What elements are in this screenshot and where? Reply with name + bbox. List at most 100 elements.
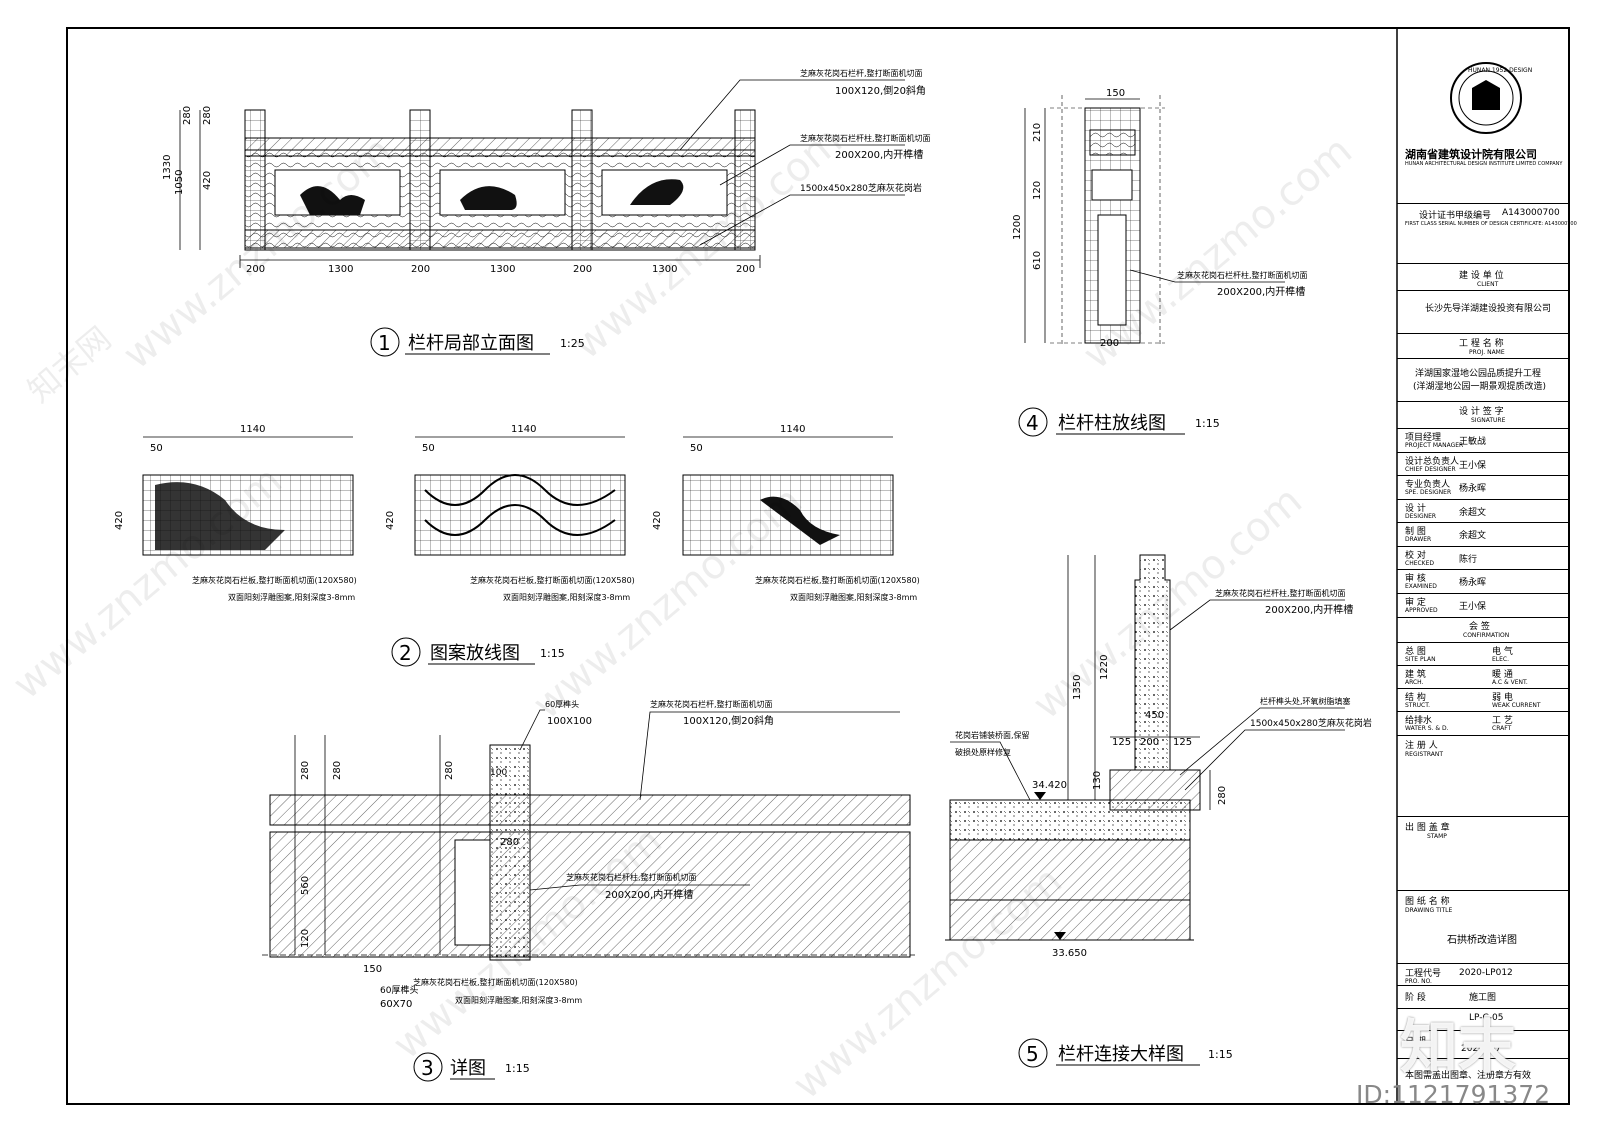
svg-text:100X120,倒20斜角: 100X120,倒20斜角 [683, 714, 774, 727]
svg-text:图案放线图: 图案放线图 [430, 643, 520, 664]
svg-text:1500x450x280芝麻灰花岗岩: 1500x450x280芝麻灰花岗岩 [1250, 717, 1372, 729]
signature-role-en: CHECKED [1405, 559, 1435, 567]
svg-text:150: 150 [1106, 88, 1125, 99]
svg-text:120: 120 [1032, 181, 1043, 200]
svg-text:4: 4 [1026, 411, 1039, 435]
confirm-discipline-en: WATER S. & D. [1405, 725, 1449, 732]
svg-text:280: 280 [202, 106, 213, 125]
signature-role: 专业负责人 [1405, 480, 1451, 490]
svg-text:200X200,内开榫槽: 200X200,内开榫槽 [605, 888, 693, 901]
svg-text:34.420: 34.420 [1032, 780, 1067, 791]
svg-text:芝麻灰花岗石栏板,整打断面机切面(120X580): 芝麻灰花岗石栏板,整打断面机切面(120X580) [192, 575, 357, 585]
svg-text:3: 3 [421, 1056, 434, 1080]
svg-text:1050: 1050 [174, 170, 185, 195]
svg-text:200X200,内开榫槽: 200X200,内开榫槽 [835, 148, 923, 161]
svg-text:610: 610 [1032, 251, 1043, 270]
svg-text:200: 200 [1140, 737, 1159, 748]
svg-text:双面阳刻浮雕图案,阳刻深度3-8mm: 双面阳刻浮雕图案,阳刻深度3-8mm [455, 995, 582, 1005]
signature-role: 审 定 [1405, 597, 1426, 608]
svg-text:420: 420 [385, 511, 396, 530]
svg-text:双面阳刻浮雕图案,阳刻深度3-8mm: 双面阳刻浮雕图案,阳刻深度3-8mm [790, 592, 917, 602]
client-name: 长沙先导洋湖建设投资有限公司 [1425, 304, 1552, 314]
confirm-discipline: 建 筑 [1405, 670, 1426, 680]
svg-text:200: 200 [573, 264, 592, 275]
signature-role: 设 计 [1405, 503, 1426, 514]
cert-en: FIRST CLASS SERIAL NUMBER OF DESIGN CERT… [1405, 221, 1577, 227]
svg-text:200: 200 [736, 264, 755, 275]
detail-panel [269, 831, 911, 958]
proj-name-2: (洋湖湿地公园一期景观提质改造) [1413, 382, 1547, 392]
company-logo: HUNAN 1952 DESIGN [1450, 62, 1532, 134]
svg-text:150: 150 [363, 964, 382, 975]
svg-text:芝麻灰花岗石栏杆柱,整打断面机切面: 芝麻灰花岗石栏杆柱,整打断面机切面 [1215, 588, 1346, 598]
confirm-discipline-en: WEAK CURRENT [1492, 702, 1541, 709]
signature-role: 设计总负责人 [1405, 456, 1460, 467]
svg-text:420: 420 [114, 511, 125, 530]
svg-text:芝麻灰花岗石栏杆,整打断面机切面: 芝麻灰花岗石栏杆,整打断面机切面 [800, 68, 923, 78]
svg-text:1200: 1200 [1012, 215, 1023, 240]
pattern-panel-2 [414, 474, 626, 556]
drawing-title-en: DRAWING TITLE [1405, 907, 1453, 914]
svg-text:60厚榫头: 60厚榫头 [380, 984, 418, 996]
title-block: 湖南省建筑设计院有限公司 HUNAN ARCHITECTURAL DESIGN … [1397, 28, 1577, 1104]
svg-text:280: 280 [332, 761, 343, 780]
image-id: ID:1121791372 [1356, 1080, 1551, 1109]
svg-text:花岗岩铺装桥面,保留: 花岗岩铺装桥面,保留 [955, 730, 1030, 740]
svg-text:50: 50 [150, 443, 163, 454]
svg-text:200X200,内开榫槽: 200X200,内开榫槽 [1265, 603, 1353, 616]
view5-number-circle [1018, 1038, 1048, 1068]
date-label: 日 期 [1405, 1037, 1426, 1047]
post-4 [734, 109, 756, 251]
signature-name: 王小保 [1459, 601, 1487, 612]
signature-name: 杨永晖 [1459, 578, 1487, 588]
svg-text:210: 210 [1032, 123, 1043, 142]
sheet-no: LP-C-05 [1469, 1013, 1504, 1023]
confirm-discipline: 结 构 [1405, 693, 1426, 703]
stamp-label: 出 图 盖 章 [1405, 823, 1450, 833]
svg-text:1500x450x280芝麻灰花岗岩: 1500x450x280芝麻灰花岗岩 [800, 182, 922, 194]
svg-text:1:15: 1:15 [505, 1062, 530, 1075]
svg-text:1350: 1350 [1072, 675, 1083, 700]
svg-text:芝麻灰花岗石栏杆柱,整打断面机切面: 芝麻灰花岗石栏杆柱,整打断面机切面 [800, 133, 931, 143]
cert-label: 设计证书甲级编号 [1419, 211, 1492, 221]
sig-label: 设 计 签 字 [1459, 407, 1504, 417]
confirm-discipline-en: ELEC. [1492, 656, 1510, 663]
svg-text:破损处原样修复: 破损处原样修复 [955, 747, 1011, 757]
svg-text:60厚榫头: 60厚榫头 [545, 699, 579, 709]
view3-detail: 280 280 560 120 280 280 100 60厚榫头 100X10… [262, 699, 915, 1082]
signature-role: 项目经理 [1405, 433, 1442, 443]
proj-no-en: PRO. NO. [1405, 978, 1432, 985]
view1-number-circle [370, 327, 400, 357]
svg-text:1220: 1220 [1099, 655, 1110, 680]
signature-role: 审 核 [1405, 574, 1426, 584]
svg-text:1140: 1140 [780, 424, 805, 435]
company-name: 湖南省建筑设计院有限公司 [1405, 148, 1537, 161]
confirm-discipline-en: A.C & VENT. [1492, 679, 1528, 686]
confirm-label-en: CONFIRMATION [1463, 632, 1510, 639]
svg-text:栏杆局部立面图: 栏杆局部立面图 [408, 333, 534, 354]
proj-no: 2020-LP012 [1459, 968, 1513, 978]
signature-name: 余超文 [1459, 531, 1487, 541]
svg-text:1:15: 1:15 [540, 647, 565, 660]
svg-text:1: 1 [378, 331, 391, 355]
svg-text:280: 280 [182, 106, 193, 125]
confirm-discipline: 总 图 [1405, 647, 1426, 657]
confirm-label: 会 签 [1469, 622, 1490, 632]
svg-text:125: 125 [1112, 737, 1131, 748]
proj-label-en: PROJ. NAME [1469, 349, 1505, 356]
svg-text:1:15: 1:15 [1208, 1048, 1233, 1061]
view2-pattern-layout: 1140 1140 1140 50 50 50 420 420 420 芝麻灰花… [114, 424, 920, 667]
svg-text:5: 5 [1026, 1042, 1039, 1066]
view5-connection: 1350 1220 450 125 200 125 280 130 34.420… [945, 554, 1372, 1068]
confirm-discipline-en: CRAFT [1492, 725, 1512, 732]
view1-elevation: 1330 1050 280 280 420 200 1300 200 1300 … [162, 68, 931, 357]
svg-text:200X200,内开榫槽: 200X200,内开榫槽 [1217, 285, 1305, 298]
svg-text:120: 120 [300, 929, 311, 948]
svg-text:1:25: 1:25 [560, 337, 585, 350]
svg-text:450: 450 [1145, 710, 1164, 721]
signature-name: 杨永晖 [1459, 484, 1487, 494]
svg-text:100X100: 100X100 [547, 716, 592, 727]
svg-text:60X70: 60X70 [380, 999, 412, 1010]
stage: 施工图 [1469, 993, 1497, 1003]
